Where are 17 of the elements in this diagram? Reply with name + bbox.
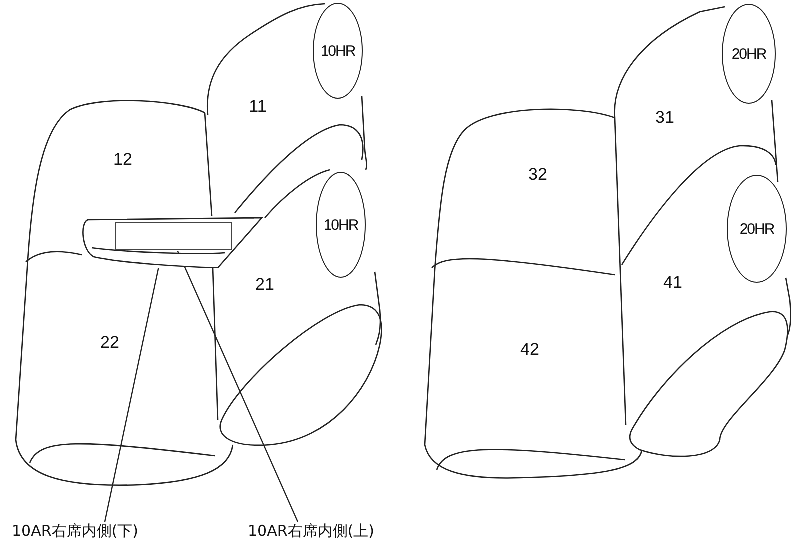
- part-number: 32: [528, 165, 548, 185]
- headrest-oval: 20HR: [722, 4, 776, 104]
- part-number: 22: [100, 333, 120, 353]
- part-number: 11: [249, 97, 267, 117]
- headrest-oval: 10HR: [316, 172, 366, 278]
- part-number: 41: [664, 273, 682, 293]
- part-caption: 10AR右席内側(下): [12, 522, 138, 541]
- part-number: 42: [520, 340, 540, 360]
- headrest-oval: 10HR: [313, 3, 363, 99]
- part-number: 31: [656, 108, 674, 128]
- part-caption: 10AR右席内側(上): [248, 522, 374, 541]
- leader-line: [104, 268, 160, 522]
- headrest-oval: 20HR: [727, 175, 787, 283]
- leader-line: [176, 250, 299, 522]
- part-number: 21: [256, 275, 274, 295]
- armrest-panel: [115, 222, 232, 250]
- part-number: 12: [114, 150, 132, 170]
